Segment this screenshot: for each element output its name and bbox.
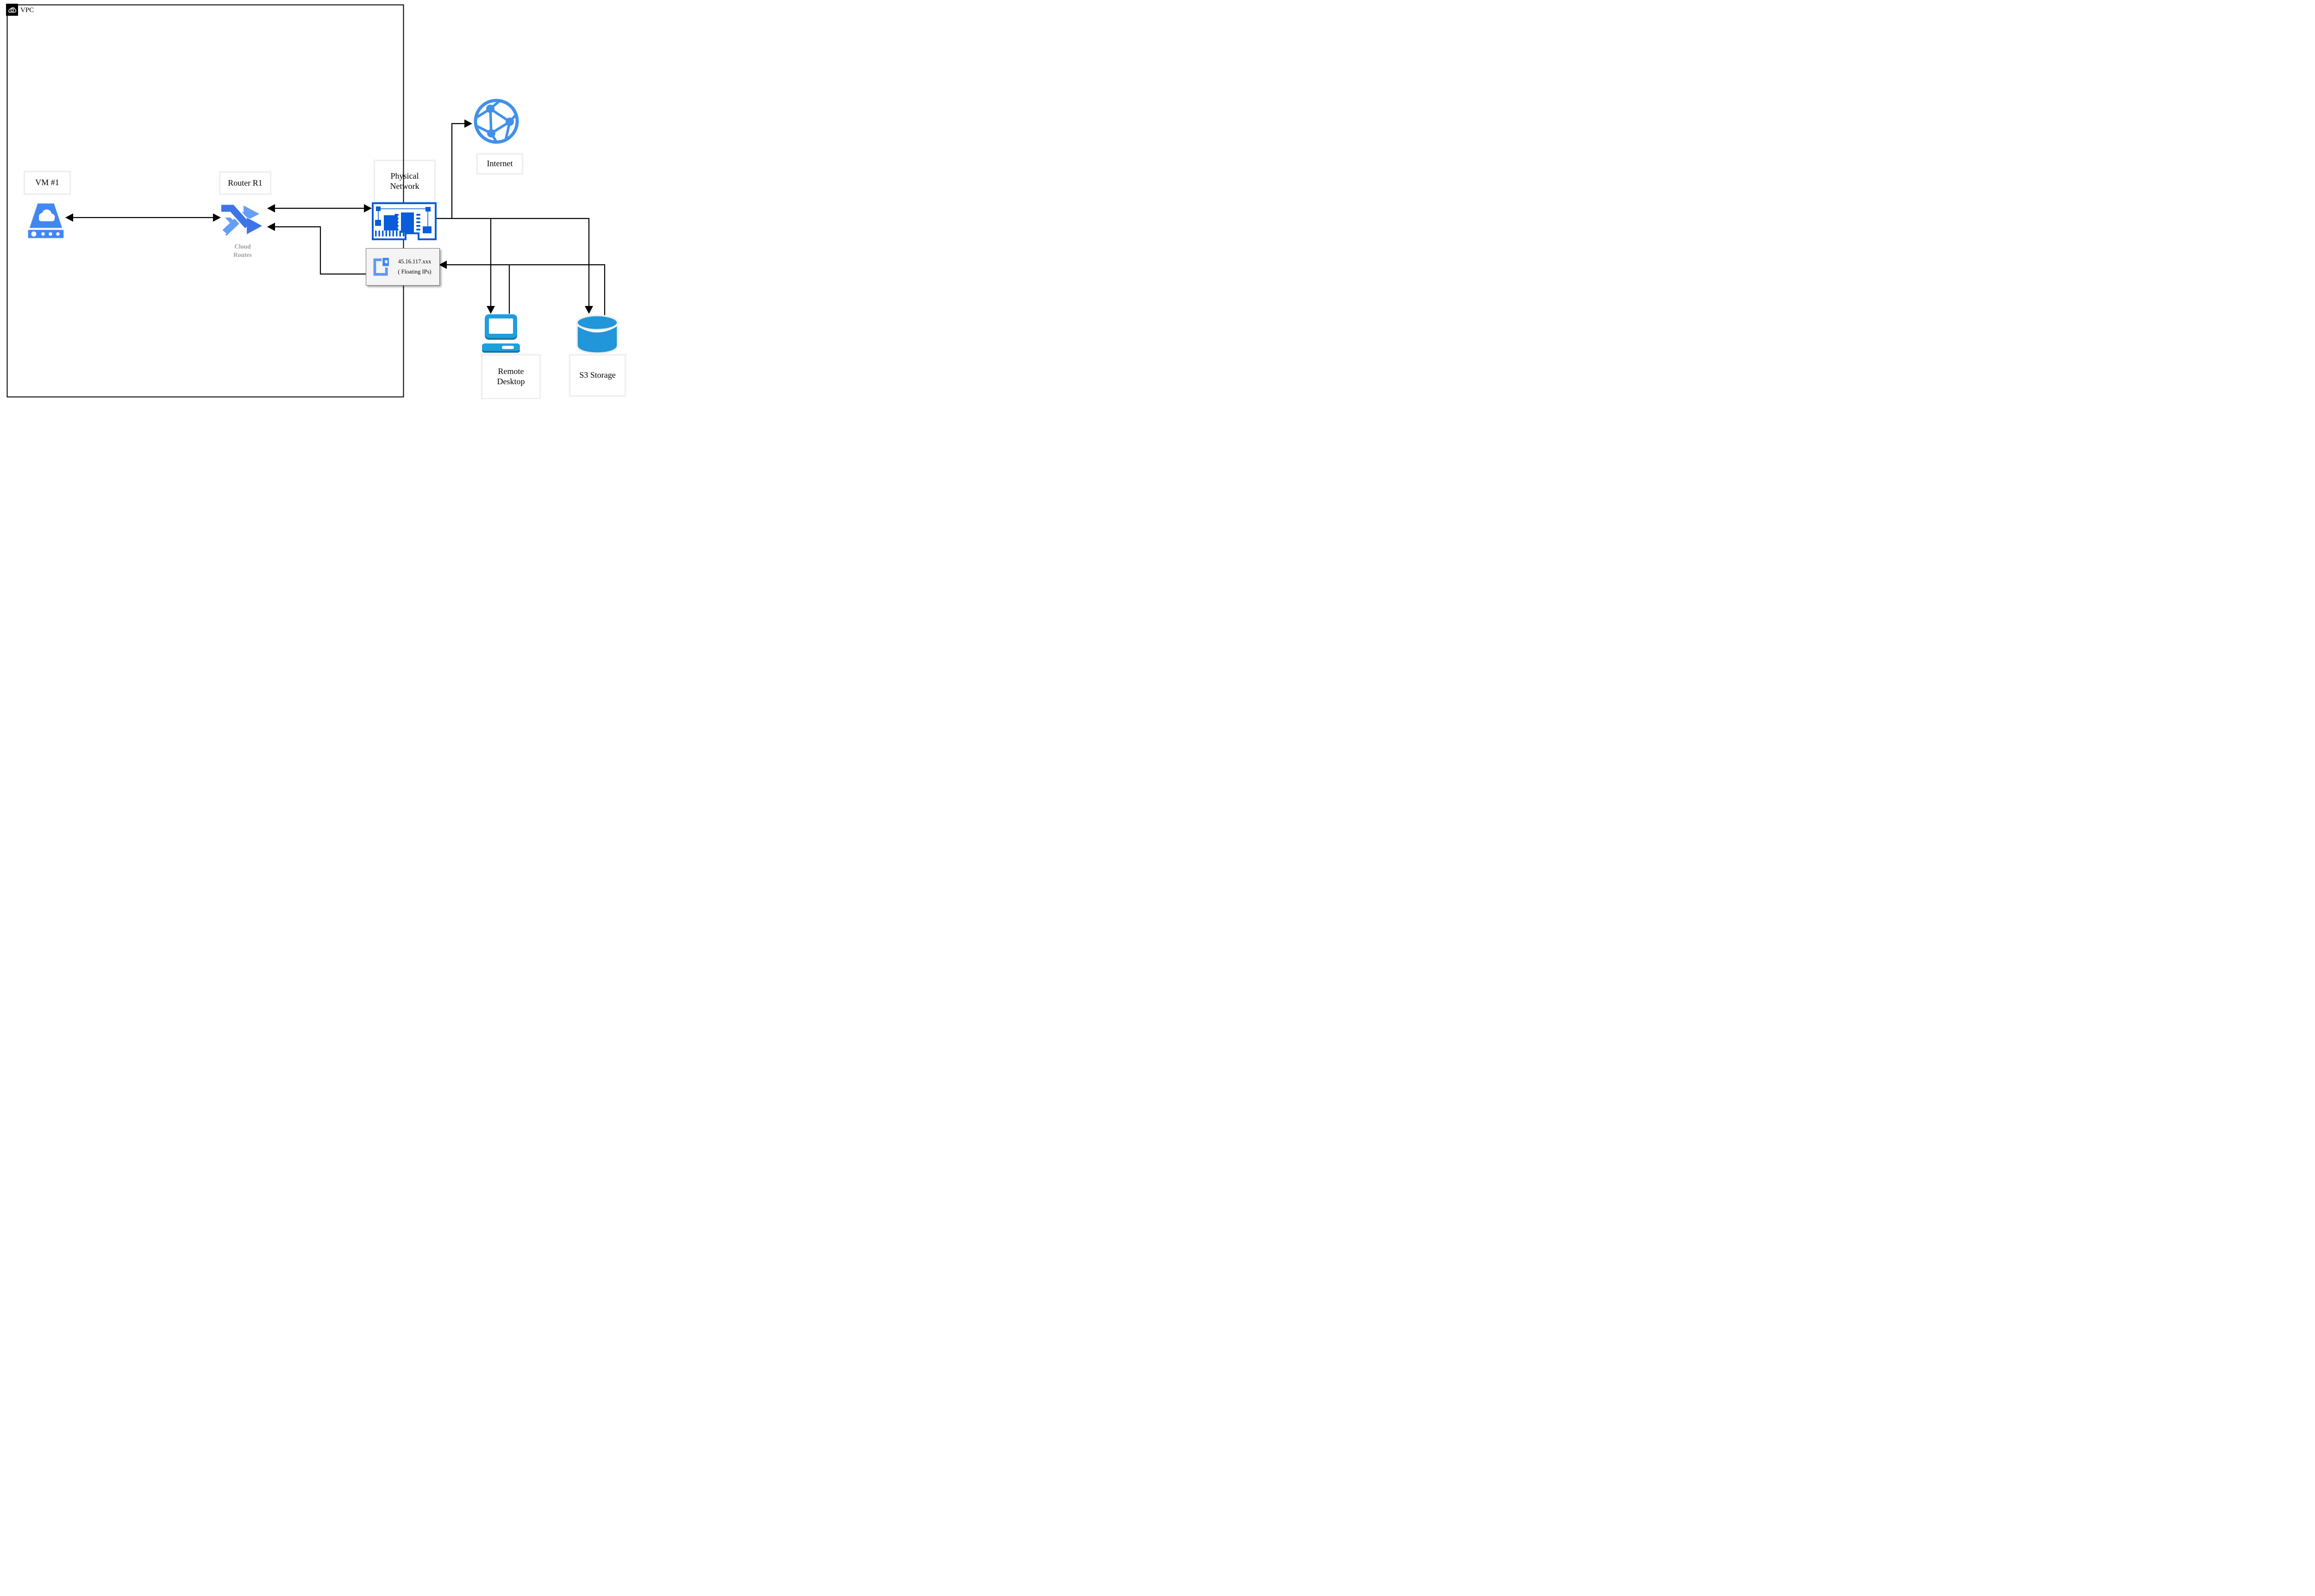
arrowhead-into-vm [65, 213, 73, 222]
vpc-badge [6, 4, 18, 16]
arrowhead-into-internet [464, 119, 472, 128]
remote-desktop-icon [482, 314, 520, 354]
connector-nic-internet [451, 123, 464, 218]
floating-ip-address: 45.16.117.xxx [398, 258, 432, 265]
arrowhead-into-router-mid [267, 204, 275, 212]
connector-nic-s3 [437, 218, 590, 306]
network-card-icon [372, 202, 437, 240]
vpc-boundary [6, 4, 404, 398]
arrowhead-into-router-upper [213, 213, 221, 222]
connectors-layer [6, 4, 606, 398]
physical-network-line1: Physical [390, 171, 419, 181]
storage-cylinder-icon [575, 314, 619, 354]
connector-lines [72, 123, 606, 318]
internet-label-box: Internet [477, 154, 523, 174]
internet-globe-icon [473, 98, 519, 144]
remote-desktop-line1: Remote [498, 367, 524, 376]
s3-label: S3 Storage [579, 370, 616, 380]
s3-label-box: S3 Storage [569, 355, 626, 396]
arrowhead-into-floating-ips [439, 261, 447, 269]
floating-ip-note: ( Floating IPs) [398, 268, 432, 275]
floating-ips-text: 45.16.117.xxx ( Floating IPs) [390, 257, 439, 277]
connector-floating-ips-router [275, 226, 366, 275]
arrowhead-into-nic [364, 204, 372, 212]
vm-label: VM #1 [35, 178, 59, 187]
cloud-lock-icon [8, 7, 17, 13]
arrowhead-into-remote-desktop [487, 306, 495, 314]
router-label: Router R1 [228, 178, 263, 187]
floating-ips-card: 45.16.117.xxx ( Floating IPs) [366, 248, 440, 286]
external-ip-icon [370, 257, 390, 277]
cloud-routes-caption: Cloud Routes [233, 243, 252, 258]
arrowhead-into-s3 [585, 306, 593, 314]
router-label-box: Router R1 [219, 172, 271, 194]
internet-label: Internet [487, 159, 513, 168]
vm-server-icon [26, 203, 66, 239]
connector-s3-floating-ips [447, 264, 606, 318]
arrowhead-into-router-lower [267, 223, 275, 231]
physical-network-line2: Network [390, 181, 419, 191]
remote-desktop-line2: Desktop [497, 377, 525, 386]
arrowheads [65, 119, 593, 314]
vm-label-box: VM #1 [24, 171, 70, 194]
vpc-label: VPC [20, 6, 34, 14]
cloud-routes-icon [220, 202, 265, 240]
